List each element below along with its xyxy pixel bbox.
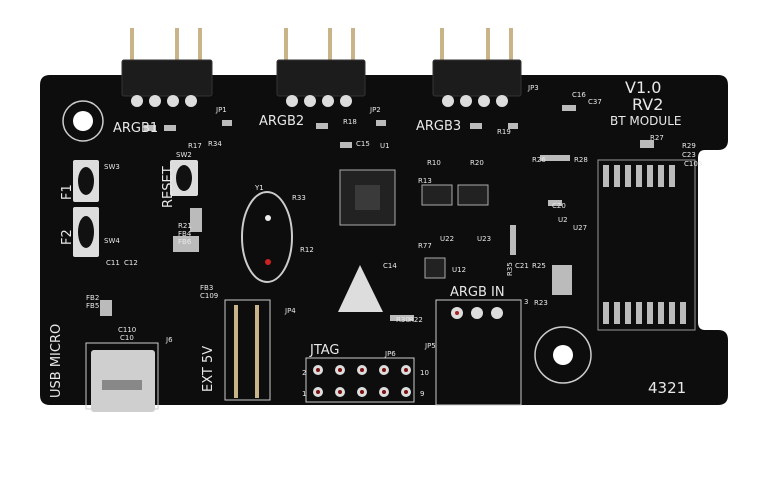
mount-hole-bottom-right [534,326,592,384]
label-r28: R26 [532,156,546,164]
header-pins [130,28,513,68]
label-u12: U12 [452,266,466,274]
label-r20: R20 [470,159,484,167]
label-jp2: JP2 [369,106,381,114]
ic-chips [421,184,489,279]
label-usb-micro: USB MICRO [49,324,64,398]
label-u1: U1 [380,142,390,150]
label-r25: R25 [532,262,546,270]
mount-hole-top-left [62,100,104,142]
label-ext-5v: EXT 5V [201,346,216,392]
label-fb4: R21 [178,222,192,230]
label-c106: C23 [682,151,696,159]
label-c11: C11 [106,259,120,267]
label-4321: 4321 [648,379,686,397]
label-c109: FB3 [200,284,213,292]
button-sw3[interactable] [73,160,99,202]
usb-micro-connector[interactable] [85,342,159,412]
label-pin-10: 10 [420,369,429,377]
header-pads [131,95,508,107]
label-jp3: JP3 [527,84,539,92]
label-r22: R30 [396,316,410,324]
label-r18: R18 [343,118,357,126]
label-argb3: ARGB3 [416,119,461,134]
argb-header-housings [121,59,522,97]
label-r29: R27 [650,134,664,142]
bt-module-footprint [597,159,696,331]
argb-in-connector [435,299,522,406]
label-j6: J6 [165,336,173,344]
label-r27: R28 [574,156,588,164]
label-pin-3: 3 [524,298,528,306]
smd-components [100,105,654,321]
label-r17: R17 [188,142,202,150]
label-jp5: JP5 [424,342,436,350]
label-c20: C20 [552,202,566,210]
jtag-header-jp6 [305,357,415,403]
label-r77: R77 [418,242,432,250]
label-c37: C16 [572,91,586,99]
label-y1: Y1 [254,184,264,192]
label-r13: R13 [418,177,432,185]
label-r35: R35 [506,262,514,276]
label-pin-1: 1 [302,390,306,398]
label-fb5: FB2 [86,294,99,302]
label-c110: C10 [120,334,134,342]
label-r12: R12 [300,246,314,254]
label-sw3: SW3 [104,163,120,171]
label-c21: C21 [515,262,529,270]
reset-button-sw2[interactable] [170,160,198,196]
label-fb6: FB4 [178,230,192,238]
label-jp4: JP4 [284,307,296,315]
label-c14: C14 [383,262,397,270]
label-pin-2: 2 [302,369,306,377]
label-c12: C12 [124,259,138,267]
label-pin-9: 9 [420,390,424,398]
label-c15: C15 [356,140,370,148]
label-c23: R29 [682,142,696,150]
label-version: V1.0 [625,78,661,97]
label-jp1: JP1 [215,106,227,114]
label-u27: U27 [573,224,587,232]
button-sw4[interactable] [73,207,99,257]
label-c110-text: C110 [118,326,136,334]
crystal-y1 [241,191,293,283]
label-r19: R19 [497,128,511,136]
label-r21: R22 [409,316,423,324]
label-r10: R10 [427,159,441,167]
esd-warning-logo [338,265,383,312]
label-fb3: FB5 [86,302,99,310]
label-u23: U23 [477,235,491,243]
label-sw4: SW4 [104,237,120,245]
label-c37-text: C37 [588,98,602,106]
label-c109-text: C109 [200,292,218,300]
label-argb-in: ARGB IN [450,285,505,300]
label-revision: RV2 [632,95,663,114]
label-r33: R33 [292,194,306,202]
label-c106-text: C106 [684,160,703,168]
label-f1: F1 [60,184,75,200]
label-fb6-text: FB6 [178,238,192,246]
label-jtag: JTAG [309,343,340,358]
ext-5v-header-jp4 [224,299,271,401]
label-f2: F2 [60,229,75,245]
label-sw2: SW2 [176,151,192,159]
label-u22: U22 [440,235,454,243]
label-u2: U2 [558,216,568,224]
label-r34: R34 [208,140,222,148]
label-jp6: JP6 [384,350,396,358]
label-bt-module: BT MODULE [610,114,681,128]
label-argb2: ARGB2 [259,114,304,129]
label-reset: RESET [161,166,176,208]
label-r23: R23 [534,299,548,307]
label-argb1: ARGB1 [113,121,158,136]
